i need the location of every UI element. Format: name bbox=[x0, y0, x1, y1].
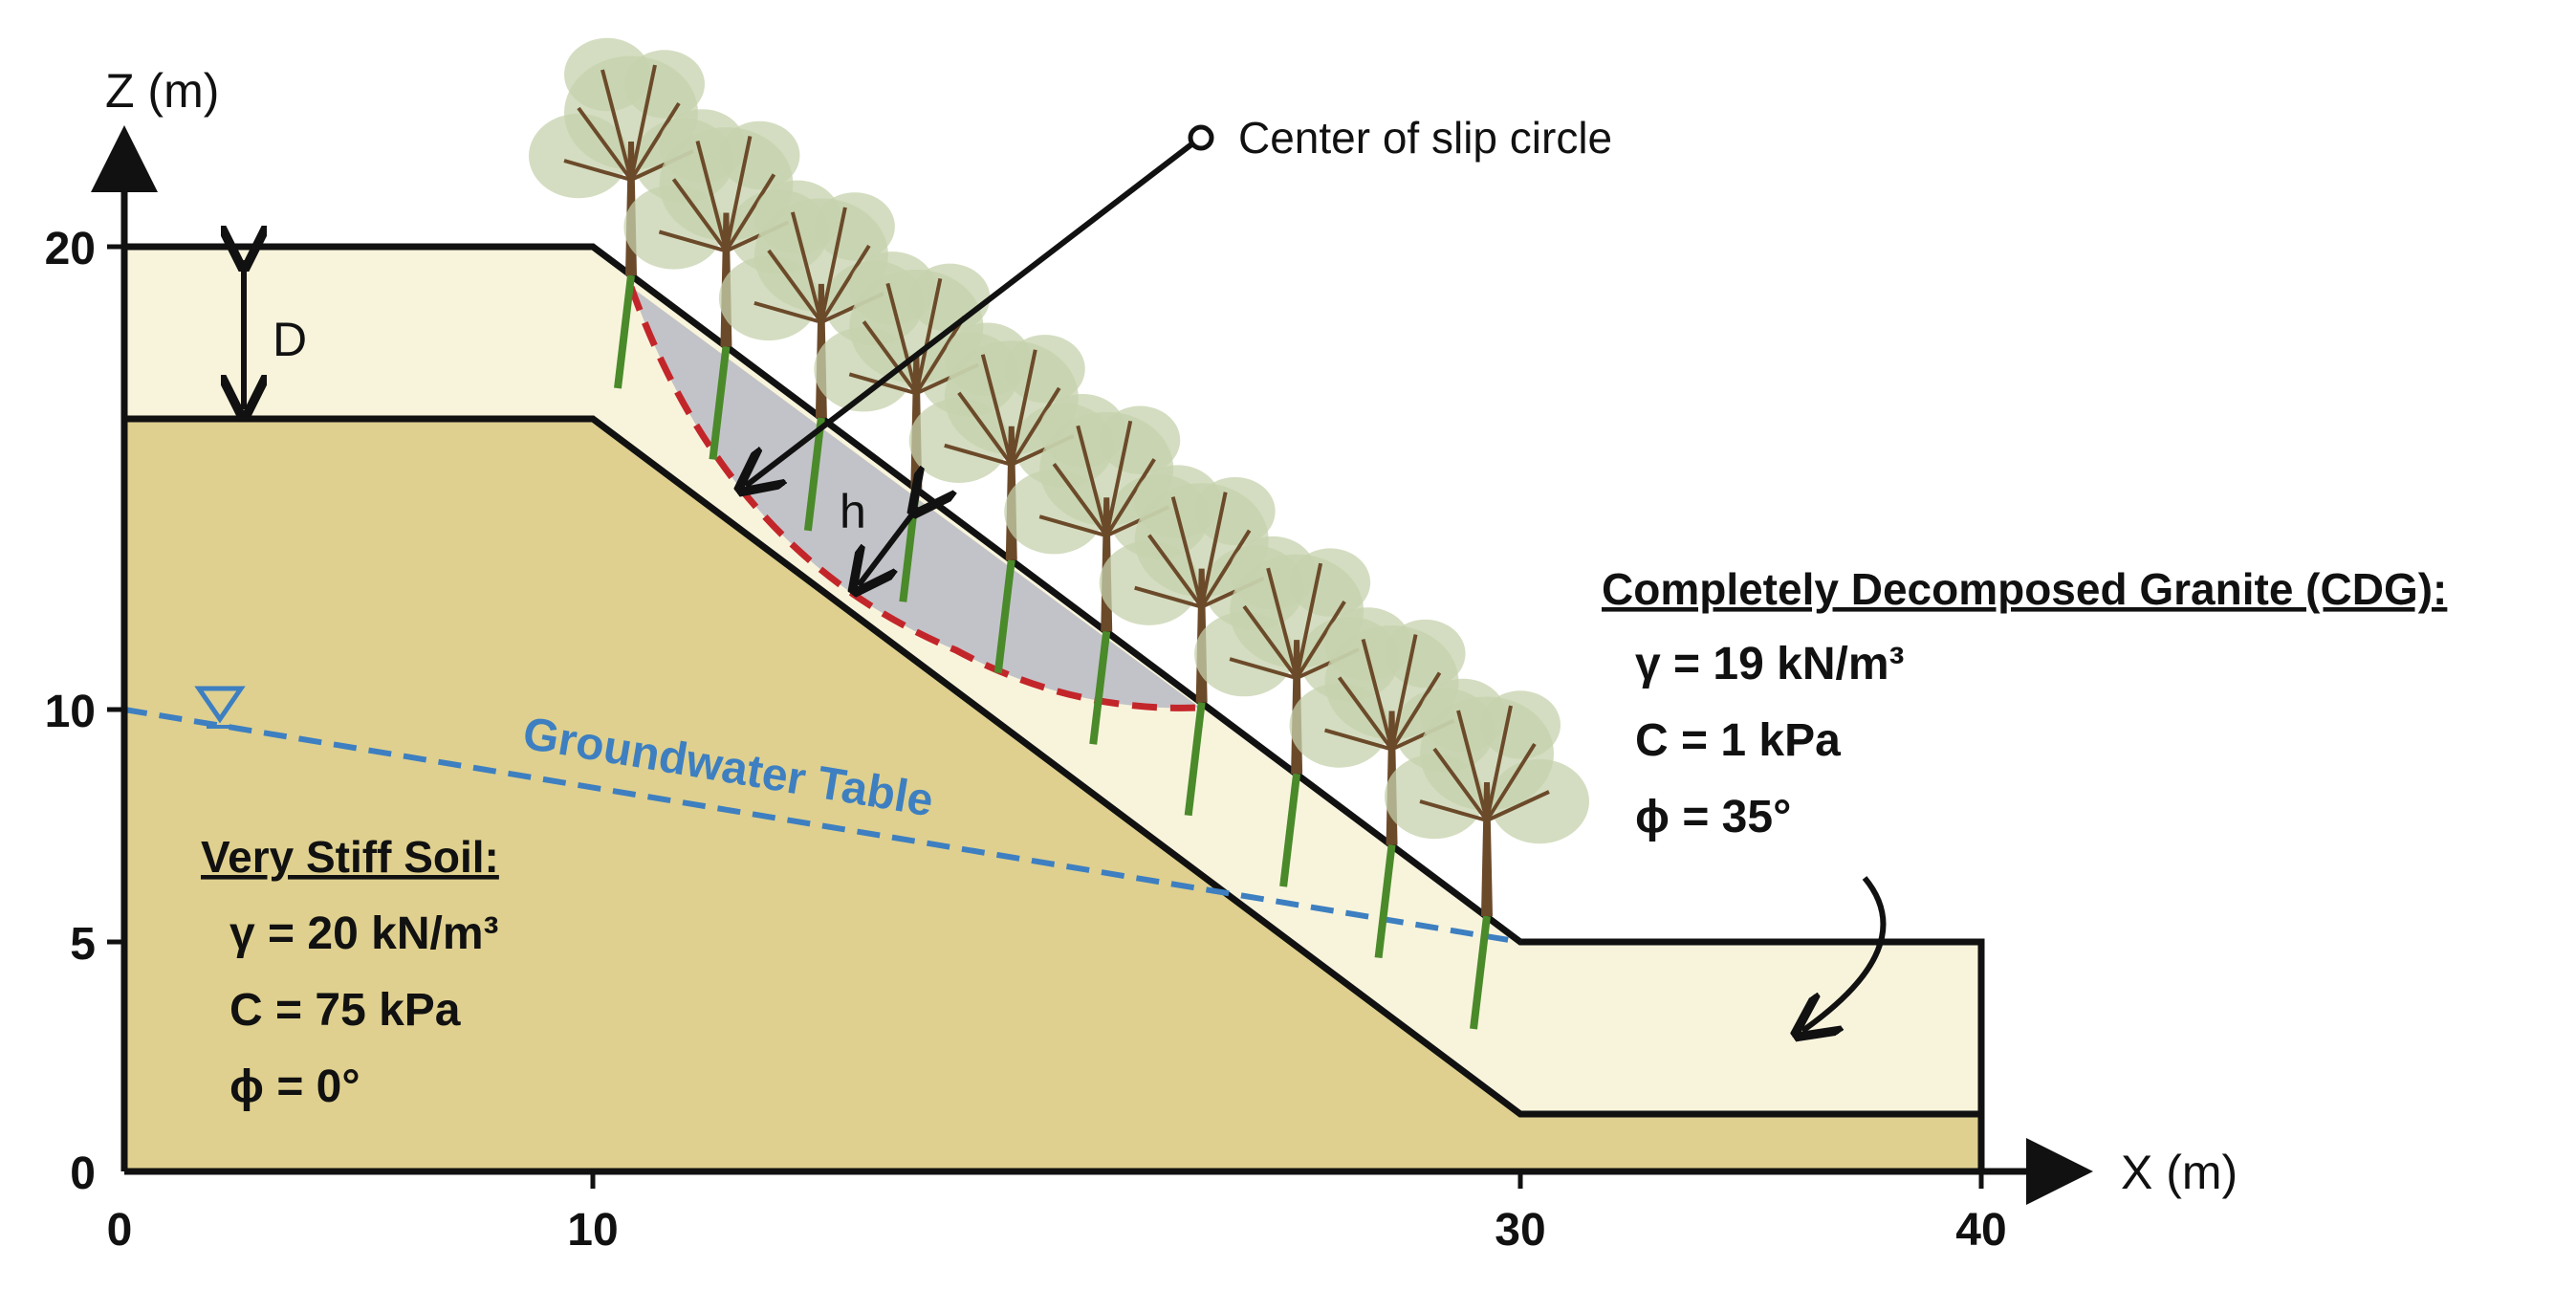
cdg-gamma: γ = 19 kN/m³ bbox=[1635, 639, 1904, 689]
slip-center-label: Center of slip circle bbox=[1238, 113, 1612, 163]
z-axis-label: Z (m) bbox=[105, 64, 219, 118]
stiff-soil-cohesion: C = 75 kPa bbox=[229, 985, 461, 1036]
slip-surface bbox=[627, 285, 1201, 711]
stiff-soil-title: Very Stiff Soil: bbox=[201, 832, 499, 882]
height-arrow bbox=[859, 507, 918, 585]
root bbox=[1184, 702, 1206, 817]
z-tick-label-5: 5 bbox=[70, 919, 96, 970]
stiff-soil-friction: ϕ = 0° bbox=[229, 1061, 360, 1112]
root bbox=[993, 559, 1015, 674]
root bbox=[614, 274, 635, 389]
root bbox=[1470, 915, 1491, 1030]
z-tick-label-10: 10 bbox=[45, 687, 96, 737]
root bbox=[1089, 630, 1111, 745]
root bbox=[709, 345, 731, 460]
cdg-title: Completely Decomposed Granite (CDG): bbox=[1602, 564, 2447, 614]
stiff-soil-layer bbox=[124, 419, 1981, 1171]
depth-label: D bbox=[273, 313, 307, 366]
cdg-cohesion: C = 1 kPa bbox=[1635, 715, 1841, 766]
roots-group bbox=[614, 274, 1491, 1030]
cdg-friction: ϕ = 35° bbox=[1635, 792, 1791, 842]
tree bbox=[1385, 678, 1589, 916]
z-tick-label-20: 20 bbox=[45, 224, 96, 274]
cdg-pointer-arrow bbox=[1802, 876, 1887, 1031]
x-axis-label: X (m) bbox=[2121, 1146, 2238, 1199]
root bbox=[1279, 773, 1301, 887]
groundwater-table-line bbox=[123, 707, 1521, 945]
x-tick-label-10: 10 bbox=[567, 1205, 618, 1256]
x-tick-label-30: 30 bbox=[1495, 1205, 1545, 1256]
stiff-soil-gamma: γ = 20 kN/m³ bbox=[229, 908, 498, 959]
stiff-soil-boundary-line bbox=[124, 415, 1981, 1118]
z-tick-label-0: 0 bbox=[70, 1148, 96, 1199]
height-label: h bbox=[840, 485, 866, 538]
water-table-icon bbox=[194, 686, 246, 729]
slip-center-marker bbox=[1188, 124, 1214, 151]
x-tick-label-0: 0 bbox=[107, 1205, 133, 1256]
slip-radius-arrow bbox=[746, 139, 1197, 486]
x-tick-label-40: 40 bbox=[1955, 1205, 2006, 1256]
root bbox=[1374, 844, 1396, 959]
root bbox=[803, 417, 825, 532]
